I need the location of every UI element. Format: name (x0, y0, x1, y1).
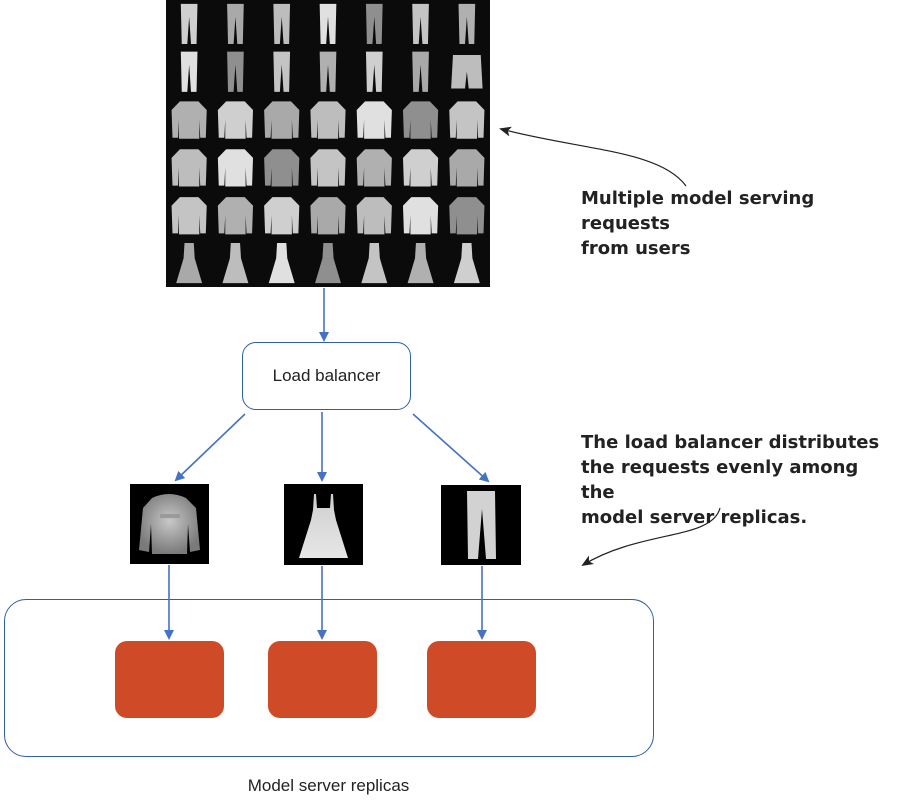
model-server-replica-2 (268, 641, 377, 718)
grid-item-trousers (273, 51, 291, 92)
grid-item-trousers (227, 51, 244, 92)
grid-item-top (310, 197, 346, 235)
dress-image (284, 484, 363, 565)
grid-item-top (217, 149, 254, 187)
annotation-arrow-distribution (581, 507, 721, 567)
requests-image-grid (166, 0, 490, 287)
grid-item-trousers (319, 3, 337, 45)
arrow-balancer-to-trousers (412, 413, 490, 483)
grid-item-top (356, 101, 392, 139)
grid-item-trousers (412, 3, 429, 45)
grid-item-top (356, 197, 392, 235)
grid-item-trousers (365, 3, 383, 45)
requests-annotation-line-2: from users (581, 238, 691, 259)
grid-item-dress (407, 242, 434, 284)
grid-item-trousers (458, 3, 476, 45)
grid-item-top (310, 149, 346, 187)
load-balancer-label: Load balancer (272, 366, 381, 385)
grid-item-top (171, 101, 207, 139)
grid-item-top (264, 149, 300, 187)
grid-item-top (310, 101, 346, 139)
grid-item-dress (222, 242, 249, 284)
grid-item-top (356, 149, 392, 187)
grid-item-top (217, 197, 254, 235)
grid-item-top (449, 197, 485, 235)
grid-item-top (264, 197, 300, 235)
distribution-annotation-line-3: model server replicas. (581, 507, 808, 528)
grid-item-dress (176, 242, 203, 284)
grid-item-trousers (319, 51, 337, 92)
requests-annotation-line-1: Multiple model serving requests (581, 188, 815, 234)
grid-item-top (449, 149, 485, 187)
hoodie-image (130, 484, 209, 564)
grid-item-trousers (273, 3, 291, 45)
requests-annotation: Multiple model serving requests from use… (581, 186, 897, 261)
grid-item-trousers (227, 3, 244, 45)
load-balancer-box: Load balancer (242, 342, 411, 410)
grid-item-top (402, 149, 439, 187)
grid-item-trousers (412, 51, 429, 92)
grid-item-top (402, 101, 439, 139)
grid-item-dress (315, 242, 341, 284)
grid-item-top (171, 197, 207, 235)
grid-item-top (402, 197, 439, 235)
grid-item-top (217, 101, 254, 139)
grid-item-dress (453, 242, 480, 284)
distribution-annotation-line-2: the requests evenly among the (581, 457, 859, 503)
replicas-container (4, 599, 654, 757)
grid-item-dress (268, 242, 295, 284)
grid-item-top (171, 149, 207, 187)
distribution-annotation-line-1: The load balancer distributes (581, 432, 880, 453)
grid-item-trousers (365, 51, 383, 92)
annotation-arrow-requests (499, 126, 687, 187)
trousers-image (441, 485, 521, 565)
grid-item-trousers (180, 51, 198, 92)
arrow-balancer-to-hoodie (174, 413, 246, 482)
grid-item-top (449, 101, 485, 139)
model-server-replica-3 (427, 641, 536, 718)
grid-item-dress (361, 242, 388, 284)
distribution-annotation: The load balancer distributes the reques… (581, 430, 897, 530)
grid-item-shorts (451, 55, 483, 89)
replicas-caption: Model server replicas (247, 776, 410, 795)
model-server-replica-1 (115, 641, 224, 718)
grid-item-top (264, 101, 300, 139)
grid-item-trousers (180, 3, 198, 45)
